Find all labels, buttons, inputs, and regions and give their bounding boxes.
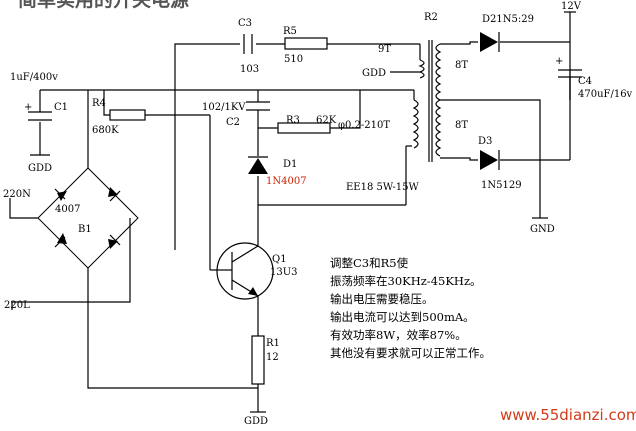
notes-block: 调整C3和R5使 振荡频率在30KHz-45KHz。 输出电压需要稳压。 输出电… <box>330 256 491 360</box>
winding-9t-label: 9T <box>378 44 391 55</box>
d1-part-label: 1N4007 <box>266 176 307 187</box>
r2-label: R2 <box>424 12 438 23</box>
note-line: 其他没有要求就可以正常工作。 <box>330 346 491 360</box>
d3-part-label: 1N5129 <box>481 180 522 191</box>
winding-8t-top-label: 8T <box>455 60 468 71</box>
diagram-title: 简单实用的开关电源 <box>18 0 189 11</box>
q1-part-label: 13U3 <box>270 267 298 278</box>
output-12v: 12V <box>561 1 582 13</box>
c1-label: C1 <box>54 102 68 113</box>
c2-label: C2 <box>226 117 240 128</box>
resistor-r3: R3 62K <box>277 115 337 134</box>
gnd-bottom-label: GDD <box>244 416 268 427</box>
resistor-r4: R4 680K <box>92 98 146 136</box>
note-line: 输出电流可以达到500mA。 <box>330 310 475 324</box>
c1-value: 1uF/400v <box>10 72 58 83</box>
r4-label: R4 <box>92 98 106 109</box>
r3-label: R3 <box>286 115 300 126</box>
diode-d3: D3 1N5129 <box>478 136 522 191</box>
r1-label: R1 <box>266 338 280 349</box>
diode-d1: D1 1N4007 <box>248 156 307 187</box>
c3-value: 103 <box>240 64 259 75</box>
resistor-r5: R5 510 <box>283 26 328 65</box>
d3-label: D3 <box>478 136 492 147</box>
c3-label: C3 <box>238 18 252 29</box>
c4-value: 470uF/16v <box>578 89 633 100</box>
capacitor-c1: + C1 1uF/400v <box>10 72 68 121</box>
bridge-part-label: 4007 <box>55 204 80 215</box>
capacitor-c2: 102/1KV C2 <box>202 101 270 128</box>
r5-label: R5 <box>283 26 297 37</box>
c1-plus: + <box>24 102 32 113</box>
note-line: 有效功率8W，效率87%。 <box>330 328 467 342</box>
r4-value: 680K <box>92 125 119 136</box>
note-line: 振荡频率在30KHz-45KHz。 <box>330 274 482 288</box>
gnd-left-label: GDD <box>28 163 52 174</box>
ac-in-2-label: 220L <box>4 300 30 311</box>
ground-right: GND <box>530 217 555 235</box>
ground-top: GDD <box>362 68 386 79</box>
note-line: 输出电压需要稳压。 <box>330 292 434 306</box>
r3-value: 62K <box>316 115 337 126</box>
d1-label: D1 <box>283 159 297 170</box>
bridge-rectifier-b1: 4007 B1 <box>37 167 139 269</box>
r5-value: 510 <box>284 54 303 65</box>
winding-8t-bottom-label: 8T <box>455 120 468 131</box>
ground-left: GDD <box>28 154 52 174</box>
q1-label: Q1 <box>272 254 287 265</box>
capacitor-c4: + C4 470uF/16v <box>555 56 633 100</box>
transformer-r2: R2 9T 8T 8T φ0.2-210T EE18 5W-15W <box>338 12 468 193</box>
gnd-right-label: GND <box>530 224 555 235</box>
winding-main-label: φ0.2-210T <box>338 120 390 131</box>
resistor-r1: R1 12 <box>251 335 280 385</box>
ac-input: 220N 220L <box>3 189 31 311</box>
watermark: www.55dianzi.com <box>500 406 636 424</box>
v12-label: 12V <box>561 1 582 12</box>
capacitor-c3: C3 103 <box>238 18 259 75</box>
transistor-q1: Q1 13U3 <box>216 242 298 300</box>
r1-value: 12 <box>266 352 279 363</box>
d2-label: D21N5:29 <box>482 14 534 25</box>
bridge-label: B1 <box>78 224 92 235</box>
core-label: EE18 5W-15W <box>346 182 420 193</box>
c4-plus: + <box>555 56 563 67</box>
c4-label: C4 <box>578 76 592 87</box>
c2-value: 102/1KV <box>202 102 246 113</box>
ac-in-1-label: 220N <box>3 189 31 200</box>
ground-bottom: GDD <box>244 411 268 427</box>
diode-d2: D21N5:29 <box>480 14 534 52</box>
gnd-top-label: GDD <box>362 68 386 79</box>
note-line: 调整C3和R5使 <box>330 256 409 270</box>
